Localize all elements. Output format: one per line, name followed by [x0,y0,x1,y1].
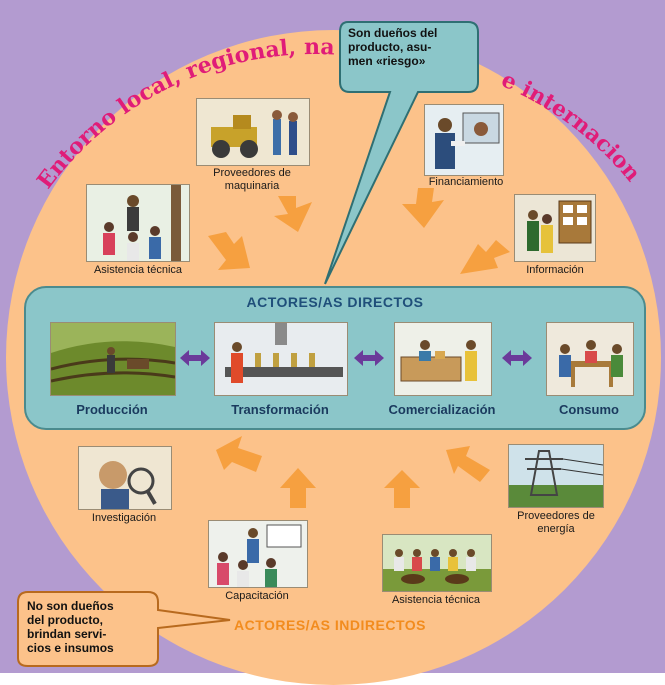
technical-assistance-top-image [86,184,190,262]
arrow-machinery [274,196,312,232]
consumption-image [546,322,634,396]
double-arrow-3 [502,350,532,366]
arrow-assistance-top [208,232,250,270]
arrow-assistance-bottom [384,470,420,508]
financing-label: Financiamiento [428,176,504,188]
research-label: Investigación [91,512,157,524]
technical-assistance-top-label: Asistencia técnica [93,264,183,276]
arrow-financing [402,188,444,228]
machinery-suppliers-label: Proveedores de maquinaria [213,167,291,192]
energy-suppliers-image [508,444,604,508]
machinery-suppliers-image [196,98,310,166]
arrow-information [460,240,510,274]
transformation-image [214,322,348,396]
information-label: Información [526,264,584,276]
bubble-top-text: Son dueños del producto, asu- men «riesg… [348,26,438,68]
bubble-bottom-text: No son dueños del producto, brindan serv… [27,599,114,655]
bubble-bottom-shape [17,591,231,667]
technical-assistance-bottom-image [382,534,492,592]
financing-image [424,104,504,176]
arrow-energy [446,446,490,482]
commercialization-image [394,322,492,396]
training-image [208,520,308,588]
training-label: Capacitación [225,590,289,602]
production-label: Producción [76,402,148,417]
consumption-label: Consumo [559,402,619,417]
arrow-training [280,468,316,508]
arrow-research [216,436,262,472]
transformation-label: Transformación [231,402,329,417]
energy-suppliers-label: Proveedores de energía [517,510,595,535]
technical-assistance-bottom-label: Asistencia técnica [391,594,481,606]
information-image [514,194,596,262]
double-arrow-2 [354,350,384,366]
double-arrow-1 [180,350,210,366]
indirect-actors-title: ACTORES/AS INDIRECTOS [233,617,426,633]
commercialization-label: Comercialización [388,402,496,417]
bubble-top-shape [324,21,479,285]
production-image [50,322,176,396]
research-image [78,446,172,510]
direct-actors-title: ACTORES/AS DIRECTOS [246,294,424,310]
